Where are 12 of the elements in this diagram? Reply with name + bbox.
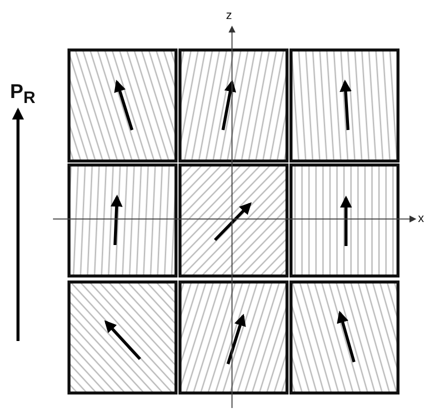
axis-label: P$_{R}$ <box>10 82 36 107</box>
hatched-square <box>68 164 178 278</box>
axis-label: z <box>226 9 232 21</box>
hatched-square <box>290 164 400 278</box>
hatched-square <box>290 48 400 162</box>
hatched-square <box>290 280 400 394</box>
hatched-square <box>178 164 288 278</box>
hatched-square <box>68 48 178 162</box>
hatched-square <box>178 48 288 162</box>
hatched-square <box>68 280 178 394</box>
axis-label: x <box>418 212 424 224</box>
hatched-square <box>178 280 288 394</box>
